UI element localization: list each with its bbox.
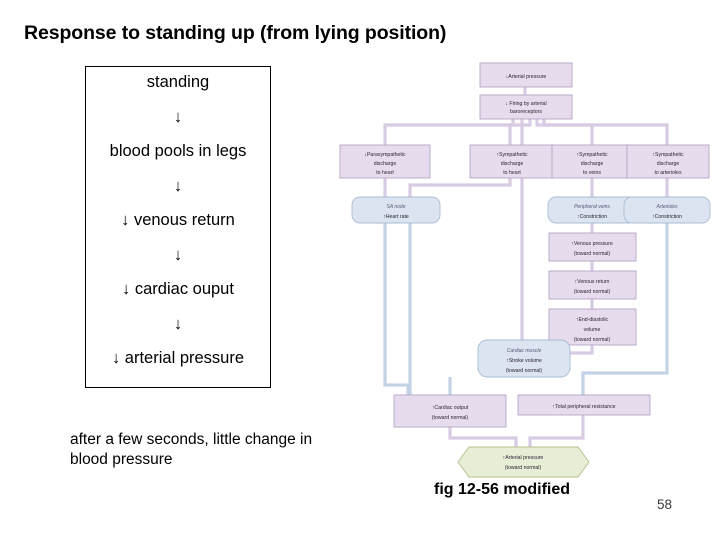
flowchart-node-sympathetic-veins: ↑Sympathetic discharge to veins [551,144,633,179]
node-line: ↑Arterial pressure [503,455,544,461]
flowchart-node-venous-pressure: ↑Venous pressure (toward normal) [548,232,637,262]
node-line: to veins [583,170,601,176]
flowchart-node-arterial-pressure-up: ↑Arterial pressure (toward normal) [457,446,590,478]
node-line: to arterioles [654,170,682,176]
cascade-diagram-box: standing ↓ blood pools in legs ↓ ↓ venou… [85,66,271,388]
node-line: (toward normal) [574,337,611,343]
cascade-arrow-3: ↓ [173,245,183,264]
node-line: ↑Sympathetic [652,152,684,158]
flowchart-node-sympathetic-heart: ↑Sympathetic discharge to heart [469,144,556,179]
flowchart-node-end-diastolic-volume: ↑End-diastolic volume (toward normal) [548,308,637,346]
node-line: ↑Constriction [652,214,682,220]
node-line: volume [584,327,601,333]
page-number: 58 [657,497,673,512]
node-line: discharge [581,161,604,167]
cascade-step-arterial-pressure: ↓ arterial pressure [111,349,245,367]
node-line: ↑Stroke volume [506,358,542,364]
flowchart-connectors-blue [383,223,669,395]
node-line: to heart [503,170,521,176]
flowchart-node-cardiac-output: ↑Cardiac output (toward normal) [393,394,507,428]
node-line: ↓Parasympathetic [364,152,406,158]
flowchart-node-venous-return: ↑Venous return (toward normal) [548,270,637,300]
page-title: Response to standing up (from lying posi… [24,22,447,44]
node-line: ↑Cardiac output [432,405,469,411]
flowchart-node-total-peripheral-resistance: ↑Total peripheral resistance [517,394,651,416]
node-italic-label: Peripheral veins [574,204,610,210]
node-line: ↑Constriction [577,214,607,220]
node-line: ↓Arterial pressure [506,74,547,80]
flowchart-node-parasympathetic-heart: ↓Parasympathetic discharge to heart [339,144,431,179]
node-line: discharge [657,161,680,167]
node-line: (toward normal) [506,368,543,374]
node-line: discharge [501,161,524,167]
flowchart-svg: ↓Arterial pressure ↓ Firing by arterial … [339,62,711,478]
node-line: baroreceptors [510,109,542,115]
cascade-step-venous-return: ↓ venous return [121,211,235,229]
baroreceptor-reflex-flowchart: ↓Arterial pressure ↓ Firing by arterial … [330,55,720,480]
flowchart-connectors [383,87,669,355]
node-line: ↑Total peripheral resistance [552,404,615,410]
flowchart-node-sa-node: SA node ↑Heart rate [351,196,441,224]
cascade-step-cardiac-output: ↓ cardiac ouput [122,280,234,298]
cascade-step-standing: standing [146,73,210,91]
node-line: ↑Venous return [575,279,610,285]
flowchart-node-cardiac-muscle: Cardiac muscle ↑Stroke volume (toward no… [477,339,571,378]
flowchart-node-arterioles: Arterioles ↑Constriction [623,196,711,224]
node-line: (toward normal) [432,415,469,421]
node-line: ↑Sympathetic [576,152,608,158]
node-line: ↑End-diastolic [576,317,609,323]
figure-credit: fig 12-56 modified [434,481,571,498]
node-line: ↑Heart rate [383,214,409,220]
node-italic-label: Arterioles [655,204,678,210]
flowchart-node-sympathetic-arterioles: ↑Sympathetic discharge to arterioles [626,144,710,179]
flowchart-node-peripheral-veins: Peripheral veins ↑Constriction [547,196,637,224]
flowchart-node-arterial-pressure-down: ↓Arterial pressure [479,62,573,88]
node-italic-label: Cardiac muscle [507,348,542,354]
node-line: ↓ Firing by arterial [505,101,546,107]
flowchart-connectors-bottom [448,415,585,447]
flowchart-node-firing-baroreceptors: ↓ Firing by arterial baroreceptors [479,94,573,120]
node-line: ↑Venous pressure [571,241,613,247]
node-line: (toward normal) [505,465,542,471]
cascade-step-blood-pools: blood pools in legs [109,142,247,160]
cascade-arrow-1: ↓ [173,107,183,126]
node-line: to heart [376,170,394,176]
cascade-caption: after a few seconds, little change in bl… [70,431,313,469]
node-line: (toward normal) [574,251,611,257]
cascade-arrow-4: ↓ [173,314,183,333]
node-line: discharge [374,161,397,167]
node-italic-label: SA node [387,204,406,210]
node-line: (toward normal) [574,289,611,295]
cascade-arrow-2: ↓ [173,176,183,195]
node-line: ↑Sympathetic [496,152,528,158]
